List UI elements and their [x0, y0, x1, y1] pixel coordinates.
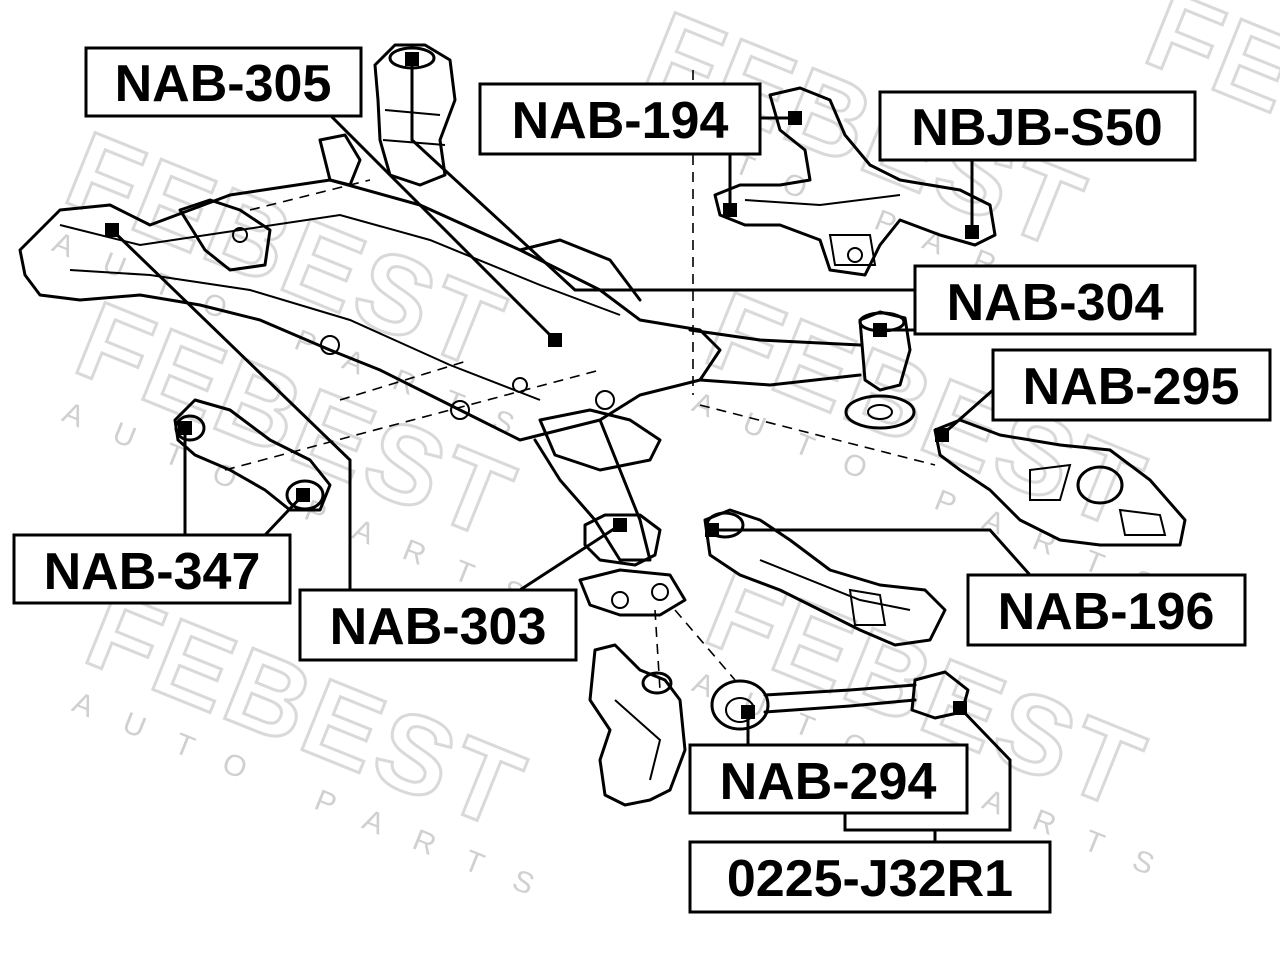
- label-text: 0225-J32R1: [727, 850, 1013, 908]
- label-nab-194: NAB-194: [478, 82, 762, 156]
- trailing-arm: [173, 398, 332, 512]
- label-nbjb-s50: NBJB-S50: [878, 90, 1197, 162]
- label-nab-196: NAB-196: [966, 573, 1247, 647]
- rear-lower-arm: [933, 418, 1187, 547]
- label-nab-303: NAB-303: [298, 588, 578, 662]
- differential-mount: [688, 310, 916, 430]
- label-0225-j32r1: 0225-J32R1: [688, 840, 1052, 914]
- label-text: NAB-294: [720, 753, 937, 811]
- label-text: NAB-303: [330, 598, 547, 656]
- crossmember-mount: [583, 513, 662, 567]
- knuckle: [578, 568, 687, 807]
- anchor-markers: [105, 52, 979, 719]
- label-nab-304: NAB-304: [913, 264, 1197, 336]
- upper-control-arm: [713, 86, 997, 277]
- label-nab-295: NAB-295: [991, 348, 1272, 422]
- label-text: NAB-295: [1023, 358, 1240, 416]
- label-nab-347: NAB-347: [12, 533, 292, 605]
- label-nab-305: NAB-305: [84, 46, 363, 118]
- label-text: NAB-194: [512, 92, 729, 150]
- label-text: NAB-196: [998, 583, 1215, 641]
- label-text: NBJB-S50: [911, 99, 1162, 157]
- label-nab-294: NAB-294: [688, 743, 969, 815]
- label-text: NAB-305: [115, 55, 332, 113]
- rear-subframe: [18, 133, 722, 562]
- label-text: NAB-347: [44, 543, 261, 601]
- label-text: NAB-304: [947, 274, 1164, 332]
